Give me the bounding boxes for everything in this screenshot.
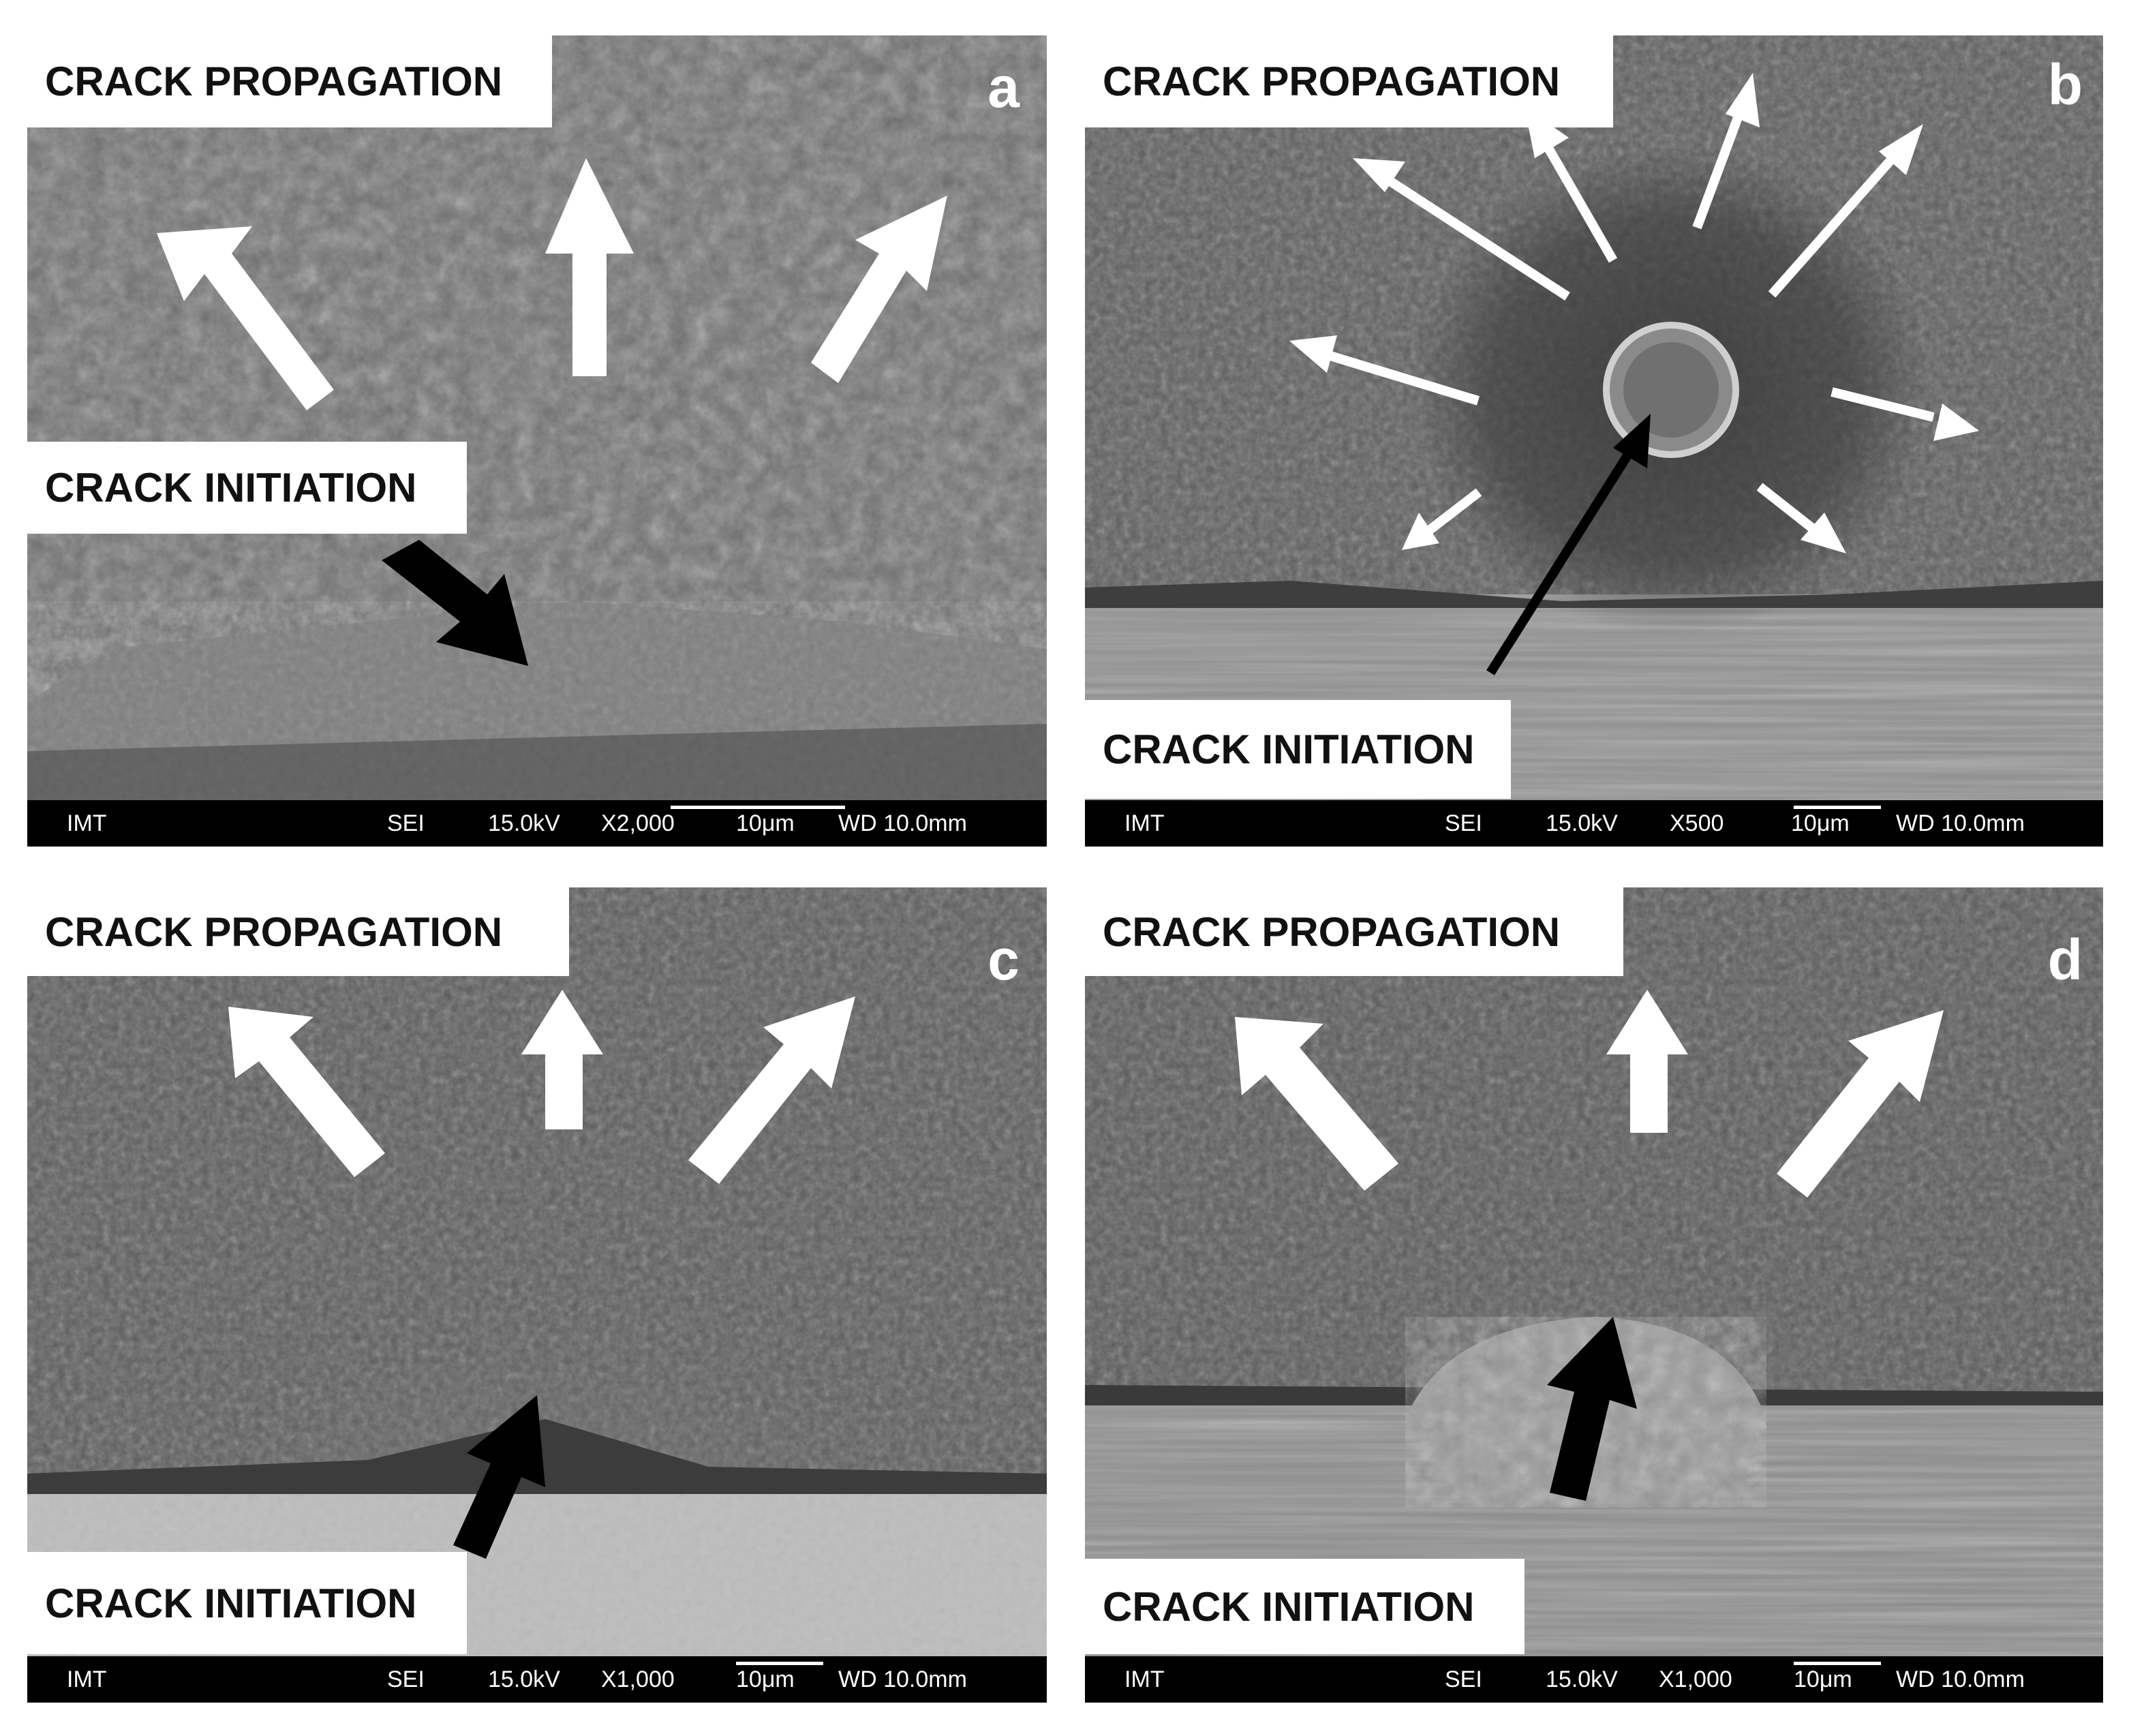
lab-name: IMT (67, 810, 107, 836)
scale-length: 10μm (736, 1666, 795, 1692)
propagation-arrows-d (1235, 990, 1944, 1198)
sem-info-bar: IMT SEI 15.0kV X1,000 10μm WD 10.0mm (27, 1656, 1047, 1703)
propagation-arrow (521, 990, 603, 1129)
sem-info-bar: IMT SEI 15.0kV X1,000 10μm WD 10.0mm (1085, 1656, 2103, 1703)
voltage: 15.0kV (488, 810, 560, 836)
propagation-arrow (1289, 335, 1480, 406)
voltage: 15.0kV (1546, 810, 1618, 836)
propagation-arrow (688, 996, 855, 1184)
detector-mode: SEI (1445, 1666, 1482, 1692)
lab-name: IMT (1124, 1666, 1165, 1692)
propagation-arrow (1235, 1017, 1398, 1191)
propagation-arrow (1692, 73, 1760, 230)
scale-length: 10μm (1794, 1666, 1852, 1692)
magnification: X500 (1670, 810, 1724, 836)
sem-panel-b: CRACK PROPAGATION CRACK INITIATION b IMT… (1085, 35, 2103, 847)
panel-letter: a (987, 55, 1020, 119)
voltage: 15.0kV (488, 1666, 560, 1692)
detector-mode: SEI (1445, 810, 1482, 836)
initiation-arrow (1486, 414, 1651, 675)
propagation-arrows-a (157, 158, 947, 410)
panel-letter: c (987, 928, 1020, 992)
propagation-arrow (228, 1007, 385, 1177)
propagation-arrow (1756, 483, 1846, 553)
propagation-arrow (1606, 990, 1688, 1133)
working-distance: WD 10.0mm (838, 810, 967, 836)
crack-propagation-label: CRACK PROPAGATION (1085, 887, 1623, 976)
sem-panel-d: CRACK PROPAGATION CRACK INITIATION d IMT… (1085, 887, 2103, 1703)
sem-info-bar: IMT SEI 15.0kV X500 10μm WD 10.0mm (1085, 800, 2103, 847)
sem-image-d (1085, 887, 2103, 1703)
propagation-arrows-c (228, 990, 855, 1184)
propagation-arrows-b (1289, 73, 1979, 553)
working-distance: WD 10.0mm (1896, 810, 2025, 836)
magnification: X2,000 (601, 810, 675, 836)
scale-bar (671, 806, 845, 809)
propagation-arrow (1831, 387, 1979, 441)
crack-initiation-label: CRACK INITIATION (27, 442, 467, 534)
propagation-arrow (811, 196, 947, 383)
working-distance: WD 10.0mm (838, 1666, 967, 1692)
propagation-arrow (1353, 158, 1570, 301)
lab-name: IMT (1124, 810, 1165, 836)
magnification: X1,000 (601, 1666, 675, 1692)
initiation-arrow (453, 1395, 545, 1559)
voltage: 15.0kV (1546, 1666, 1618, 1692)
propagation-arrow (1402, 488, 1482, 550)
scale-length: 10μm (1791, 810, 1850, 836)
crack-initiation-label: CRACK INITIATION (1085, 1559, 1525, 1654)
initiation-arrow (382, 540, 528, 666)
scale-bar (1794, 806, 1881, 809)
scale-bar (1794, 1662, 1881, 1665)
detector-mode: SEI (387, 1666, 425, 1692)
sem-panel-c: CRACK PROPAGATION CRACK INITIATION c IMT… (27, 887, 1047, 1703)
crack-propagation-label: CRACK PROPAGATION (27, 887, 569, 976)
sem-panel-a: CRACK PROPAGATION CRACK INITIATION a IMT… (27, 35, 1047, 847)
panel-letter: d (2047, 928, 2083, 992)
propagation-arrow (545, 158, 634, 376)
lab-name: IMT (67, 1666, 107, 1692)
magnification: X1,000 (1659, 1666, 1732, 1692)
detector-mode: SEI (387, 810, 425, 836)
propagation-arrow (1777, 1010, 1944, 1198)
initiation-arrow (1547, 1317, 1637, 1501)
propagation-arrow (1768, 124, 1923, 298)
propagation-arrow (157, 226, 334, 410)
panel-letter: b (2047, 52, 2083, 117)
crack-propagation-label: CRACK PROPAGATION (27, 35, 552, 127)
scale-length: 10μm (736, 810, 795, 836)
sem-image-a (27, 35, 1047, 847)
working-distance: WD 10.0mm (1896, 1666, 2025, 1692)
crack-initiation-label: CRACK INITIATION (27, 1552, 467, 1654)
crack-initiation-label: CRACK INITIATION (1085, 700, 1511, 799)
scale-bar (736, 1662, 823, 1665)
sem-info-bar: IMT SEI 15.0kV X2,000 10μm WD 10.0mm (27, 800, 1047, 847)
crack-propagation-label: CRACK PROPAGATION (1085, 35, 1613, 127)
